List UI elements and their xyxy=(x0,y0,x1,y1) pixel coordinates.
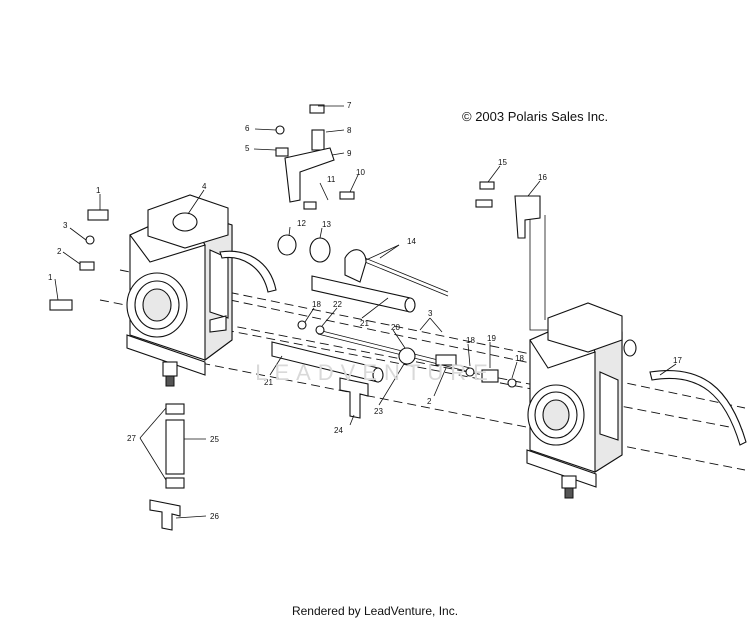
callout-13: 13 xyxy=(322,220,331,229)
callout-7: 7 xyxy=(347,101,352,110)
fuel-line-17 xyxy=(649,370,747,446)
small-parts xyxy=(49,104,541,388)
t-fitting-24 xyxy=(339,377,369,419)
callout-18-left: 18 xyxy=(312,300,321,309)
callout-26: 26 xyxy=(210,512,219,521)
callout-17: 17 xyxy=(673,356,682,365)
callout-18-mid: 18 xyxy=(466,336,475,345)
callout-11: 11 xyxy=(327,175,336,184)
callout-25: 25 xyxy=(210,435,219,444)
callout-12: 12 xyxy=(297,219,306,228)
left-carburetor xyxy=(126,194,233,387)
callout-6: 6 xyxy=(245,124,250,133)
callout-27: 27 xyxy=(127,434,136,443)
callout-15: 15 xyxy=(498,158,507,167)
callout-3-left: 3 xyxy=(63,221,68,230)
callout-22: 22 xyxy=(333,300,342,309)
footer-credit: Rendered by LeadVenture, Inc. xyxy=(291,604,459,618)
callouts: 1 3 2 1 4 6 5 7 8 9 11 10 12 13 14 15 16… xyxy=(48,101,682,521)
leader-lines xyxy=(54,105,677,519)
callout-10: 10 xyxy=(356,168,365,177)
callout-4: 4 xyxy=(202,182,207,191)
shafts xyxy=(271,255,471,383)
callout-8: 8 xyxy=(347,126,352,135)
callout-14: 14 xyxy=(407,237,416,246)
copyright-text: © 2003 Polaris Sales Inc. xyxy=(462,109,609,124)
callout-2-left: 2 xyxy=(57,247,62,256)
callout-18-right: 18 xyxy=(515,354,524,363)
fuel-filter-assembly xyxy=(149,403,185,531)
callout-1-top: 1 xyxy=(96,186,101,195)
callout-24: 24 xyxy=(334,426,343,435)
callout-19: 19 xyxy=(487,334,496,343)
callout-21-lower: 21 xyxy=(264,378,273,387)
callout-23: 23 xyxy=(374,407,383,416)
callout-2-right: 2 xyxy=(427,397,432,406)
right-carburetor xyxy=(526,302,637,499)
callout-21-upper: 21 xyxy=(360,319,369,328)
callout-5: 5 xyxy=(245,144,250,153)
callout-3-right: 3 xyxy=(428,309,433,318)
hose-piece xyxy=(219,250,277,293)
callout-1-bottom: 1 xyxy=(48,273,53,282)
callout-9: 9 xyxy=(347,149,352,158)
callout-20: 20 xyxy=(391,323,400,332)
callout-16: 16 xyxy=(538,173,547,182)
watermark: LEADVENTURE xyxy=(255,360,495,385)
